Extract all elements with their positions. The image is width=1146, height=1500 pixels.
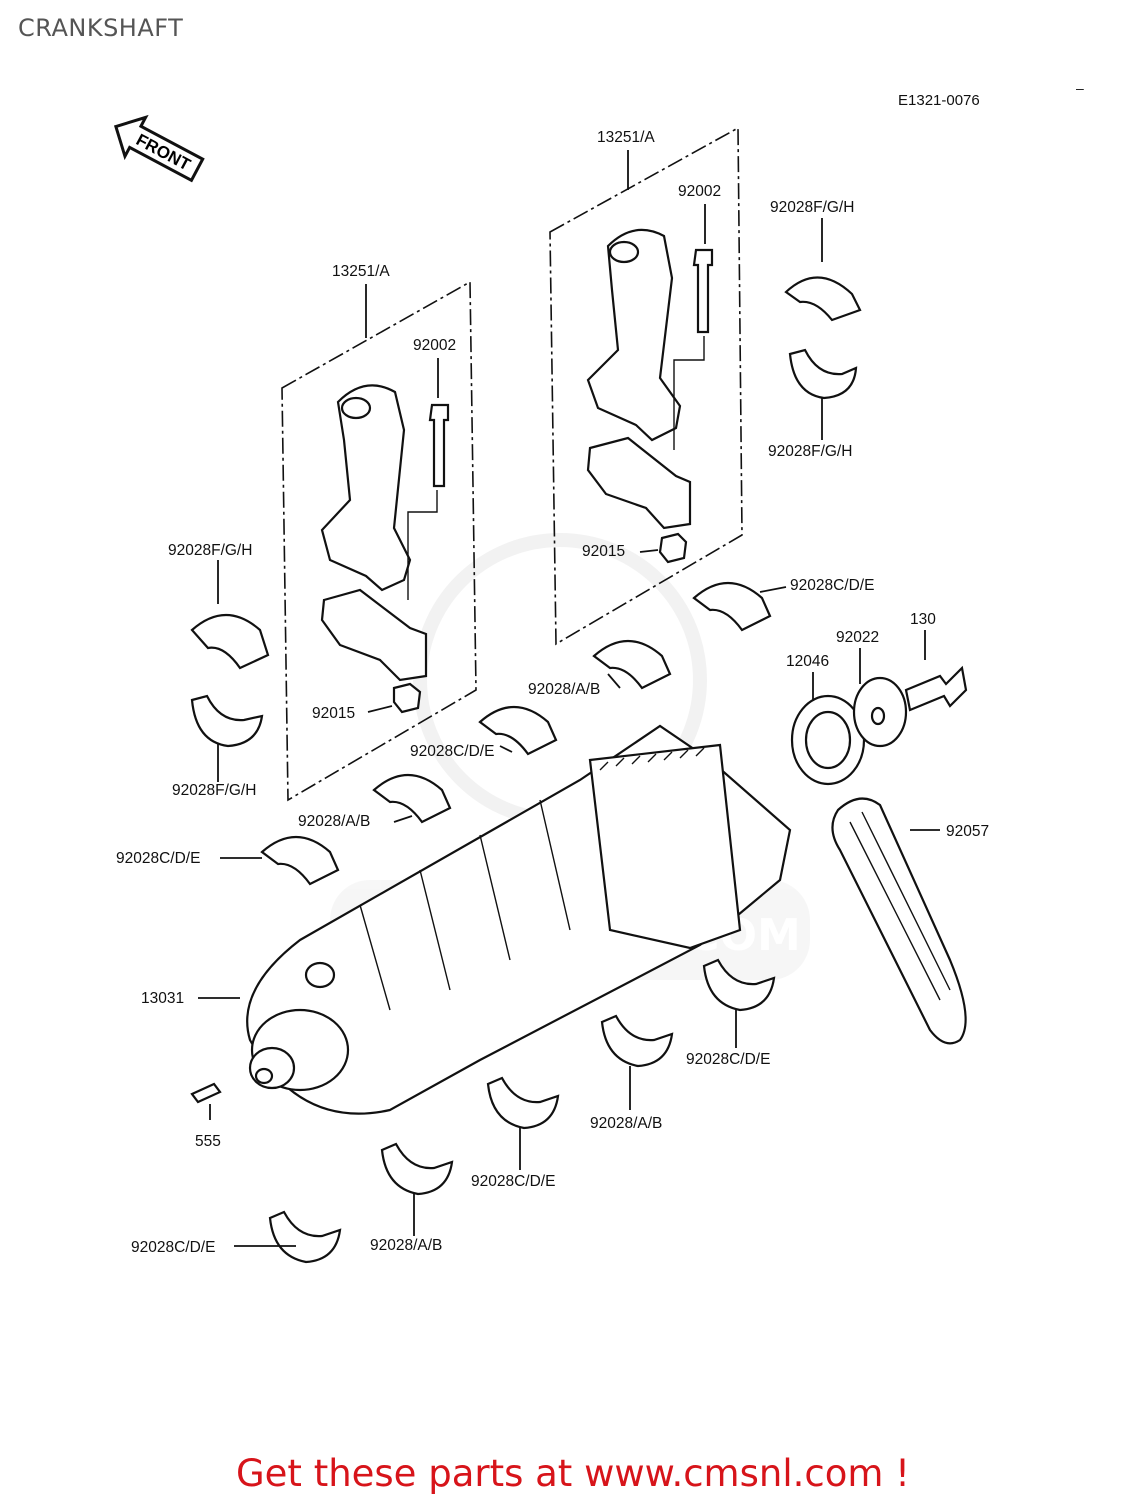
page-title: CRANKSHAFT	[18, 14, 184, 42]
part-number-label: 92028C/D/E	[116, 850, 200, 867]
crankshaft	[190, 724, 792, 1120]
part-number-label: 92028F/G/H	[168, 542, 252, 559]
bearing-shell	[592, 639, 672, 690]
part-number-label: 13031	[141, 990, 184, 1007]
bearing-shell	[380, 1142, 454, 1196]
bearing-shell	[600, 1014, 674, 1068]
con-rod-assembly-left	[281, 280, 477, 802]
part-number-label: 92028C/D/E	[790, 577, 874, 594]
top-mark: –	[1076, 80, 1084, 96]
part-number-label: 92022	[836, 629, 879, 646]
diagram-code: E1321-0076	[898, 92, 980, 109]
part-number-label: 92015	[312, 705, 355, 722]
bearing-shell	[372, 773, 452, 824]
part-number-label: 92028/A/B	[590, 1115, 662, 1132]
bearing-shell	[702, 958, 776, 1012]
leader-lines	[217, 218, 823, 1247]
get-parts-link[interactable]: Get these parts at www.cmsnl.com !	[235, 1452, 910, 1495]
part-number-label: 13251/A	[597, 129, 655, 146]
part-number-label: 92028F/G/H	[770, 199, 854, 216]
part-number-label: 92002	[678, 183, 721, 200]
bearing-shell	[788, 348, 858, 400]
part-number-label: 92028C/D/E	[410, 743, 494, 760]
part-number-label: 92028C/D/E	[471, 1173, 555, 1190]
part-number-label: 92028C/D/E	[686, 1051, 770, 1068]
bearing-shell	[486, 1076, 560, 1130]
bearing-shell	[478, 705, 558, 756]
part-number-label: 92028/A/B	[370, 1237, 442, 1254]
part-number-label: 92028F/G/H	[768, 443, 852, 460]
part-number-label: 130	[910, 611, 936, 628]
bearing-shell	[260, 835, 340, 886]
bearing-shell	[268, 1210, 342, 1264]
bearing-shell	[190, 613, 270, 670]
part-labels: 13251/A 92002 92015 13251/A 92002 92015 …	[116, 129, 989, 1256]
exploded-parts-diagram: WWW.CMSNL.COM FRONT	[113, 114, 989, 1264]
part-number-label: 92028/A/B	[298, 813, 370, 830]
part-number-label: 92028F/G/H	[172, 782, 256, 799]
bearing-shell	[692, 581, 772, 632]
bearing-shells	[190, 276, 862, 1264]
part-number-label: 555	[195, 1133, 221, 1150]
bearing-shell	[784, 276, 862, 322]
bearing-shell	[190, 694, 264, 748]
part-number-label: 12046	[786, 653, 829, 670]
part-number-label: 92028C/D/E	[131, 1239, 215, 1256]
part-number-label: 92057	[946, 823, 989, 840]
part-number-label: 92028/A/B	[528, 681, 600, 698]
timing-chain	[831, 797, 967, 1045]
sprocket-washer-bolt	[790, 630, 968, 786]
part-number-label: 92002	[413, 337, 456, 354]
part-number-label: 13251/A	[332, 263, 390, 280]
bolt-130	[904, 665, 968, 712]
front-arrow-icon: FRONT	[113, 114, 205, 183]
part-number-label: 92015	[582, 543, 625, 560]
con-rod-assembly-right	[549, 126, 743, 646]
